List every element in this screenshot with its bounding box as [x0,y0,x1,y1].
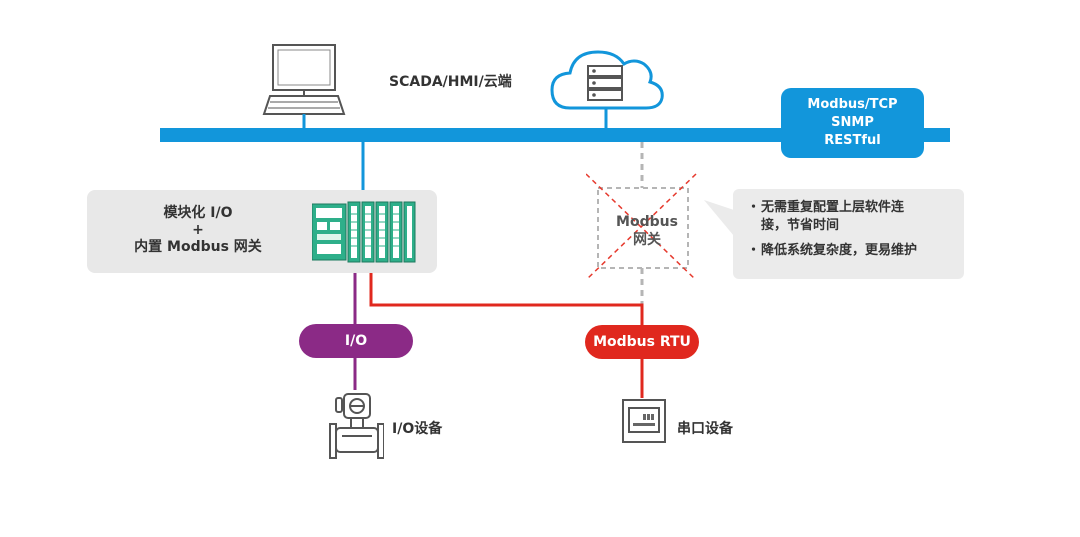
benefits-callout: ・ 无需重复配置上层软件连 接，节省时间 ・ 降低系统复杂度，更易维护 [733,189,964,279]
callout-pointer [704,200,734,236]
module-label-line2: + [192,222,204,238]
protocol-snmp: SNMP [831,115,874,130]
benefit-bullet: ・ [747,243,761,258]
io-pill: I/O [299,324,413,358]
benefit-line: 接，节省时间 [761,218,840,233]
module-label-line3: 内置 Modbus 网关 [134,239,262,255]
io-device-label: I/O设备 [392,421,443,437]
module-label: 模块化 I/O + 内置 Modbus 网关 [132,205,264,256]
ethernet-bus [160,128,950,142]
module-label-line1: 模块化 I/O [163,205,233,221]
scada-label: SCADA/HMI/云端 [389,74,512,90]
benefit-item: ・ 无需重复配置上层软件连 接，节省时间 [747,199,952,235]
protocol-modbus-tcp: Modbus/TCP [807,97,898,112]
cloud-server-icon [550,50,664,110]
benefit-line: 降低系统复杂度，更易维护 [761,243,918,258]
io-module-icon [312,201,416,263]
benefit-item: ・ 降低系统复杂度，更易维护 [747,242,952,260]
serial-device-icon [622,399,666,443]
benefit-line: 无需重复配置上层软件连 [761,200,905,215]
gateway-cross-line-2 [586,173,697,281]
gateway-label-line2: 网关 [633,232,661,248]
gateway-crossed [586,173,697,281]
gateway-label-line1: Modbus [616,214,678,230]
benefit-bullet: ・ [747,200,761,215]
computer-icon [262,44,346,115]
modbus-rtu-pill: Modbus RTU [585,325,699,359]
flow-meter-icon [329,393,384,459]
gateway-label: Modbus 网关 [604,213,690,249]
gateway-dashed-box [597,187,689,269]
serial-device-label: 串口设备 [677,421,733,437]
protocol-restful: RESTful [824,133,881,148]
protocol-box: Modbus/TCP SNMP RESTful [781,88,924,158]
